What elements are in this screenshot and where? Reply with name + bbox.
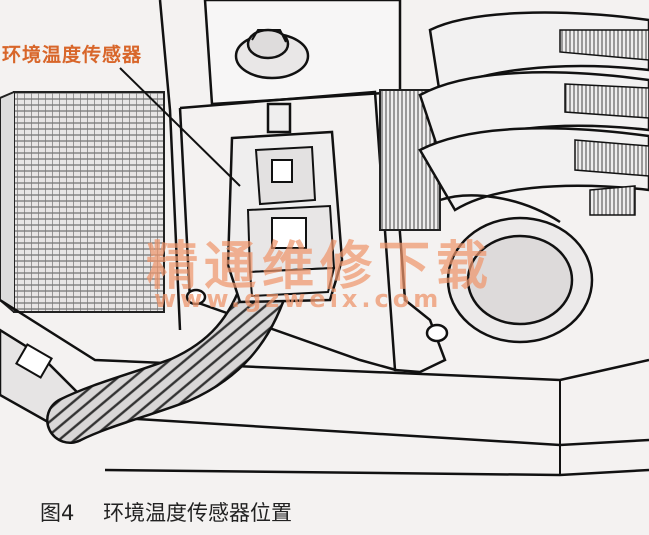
figure-number: 图4: [40, 501, 75, 525]
wire-harness: [46, 261, 289, 444]
ambient-temp-sensor: [226, 102, 344, 304]
callout-leader: [119, 67, 241, 187]
mounting-bolt: [234, 28, 310, 80]
figure-title: 环境温度传感器位置: [103, 501, 293, 525]
sensor-bracket: [178, 90, 449, 374]
figure-caption: 图4 环境温度传感器位置: [40, 497, 292, 527]
sensor-callout-label: 环境温度传感器: [2, 44, 143, 66]
intake-ducts: [418, 11, 649, 344]
watermark-url: www.gzweix.com: [154, 285, 443, 313]
watermark-text: 精通维修下载: [146, 236, 495, 297]
radiator-grille: [0, 91, 165, 313]
lower-frame: [0, 298, 649, 477]
